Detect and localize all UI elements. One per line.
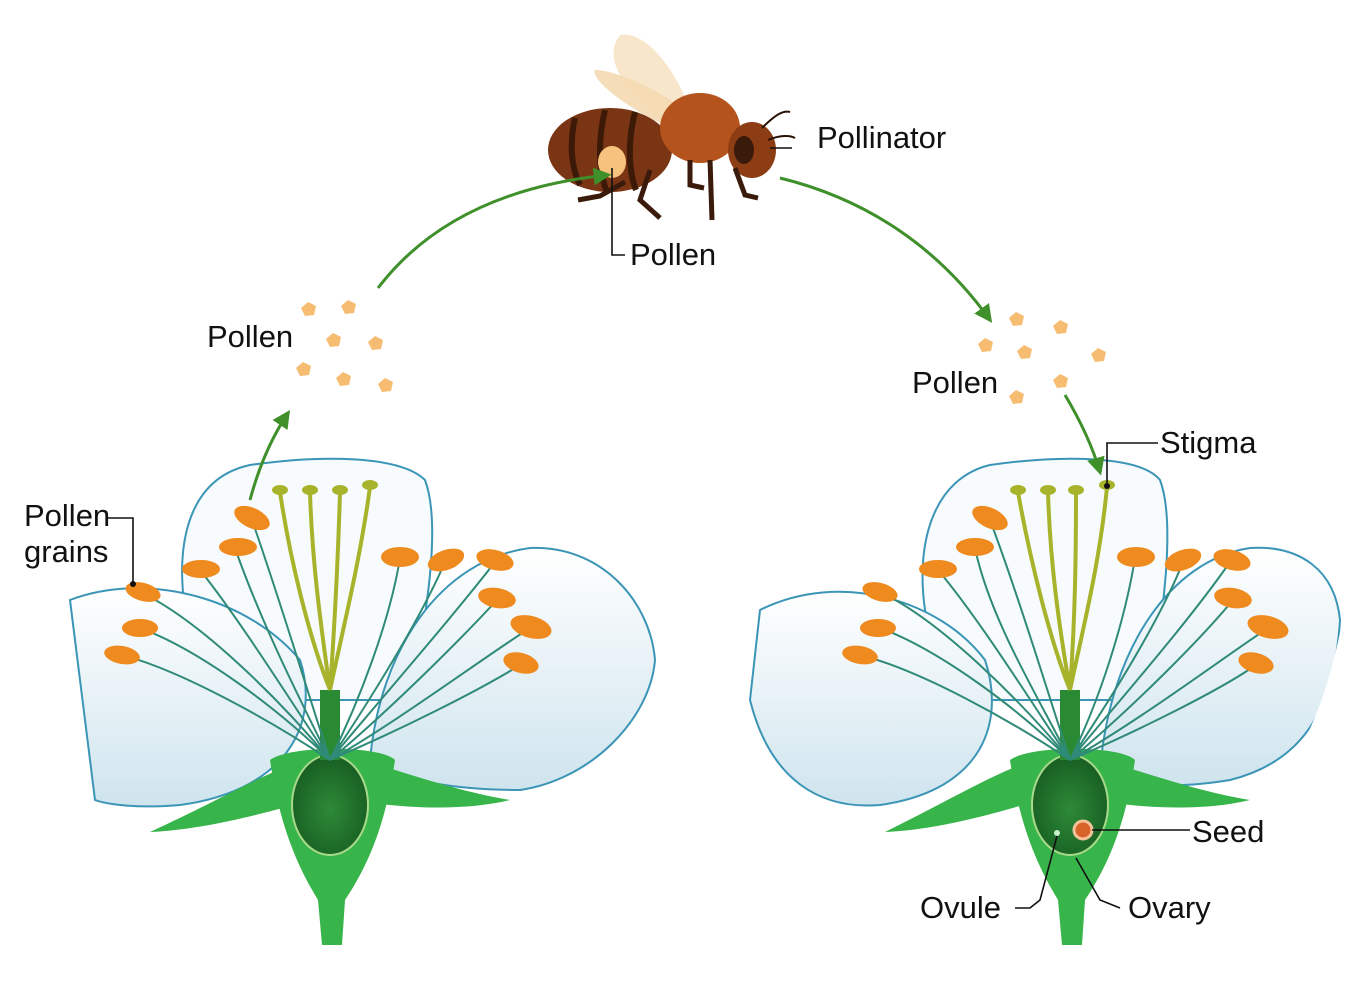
arrow-bee-to-pollen bbox=[780, 178, 990, 320]
ovary bbox=[1032, 755, 1108, 855]
pollen-cluster-left bbox=[296, 300, 393, 392]
bee-thorax bbox=[660, 93, 740, 163]
label-seed: Seed bbox=[1192, 814, 1264, 849]
label-pollen-bee: Pollen bbox=[630, 237, 716, 272]
label-pollen-right: Pollen bbox=[912, 365, 998, 400]
bee-pollinator bbox=[548, 35, 795, 220]
arrow-pollen-to-bee bbox=[378, 175, 608, 288]
label-pollen-left: Pollen bbox=[207, 319, 293, 354]
label-stigma: Stigma bbox=[1160, 425, 1257, 460]
label-pollen-grains-line1: Pollen bbox=[24, 498, 110, 533]
left-flower bbox=[70, 459, 655, 945]
ovary bbox=[292, 755, 368, 855]
label-pollinator: Pollinator bbox=[817, 120, 946, 155]
vignette bbox=[0, 0, 300, 150]
label-ovary: Ovary bbox=[1128, 890, 1211, 925]
seed bbox=[1074, 821, 1092, 839]
right-flower bbox=[750, 459, 1340, 945]
label-pollen-grains-line2: grains bbox=[24, 534, 108, 569]
label-ovule: Ovule bbox=[920, 890, 1001, 925]
vignette bbox=[1050, 0, 1346, 150]
ovule bbox=[1054, 830, 1060, 836]
